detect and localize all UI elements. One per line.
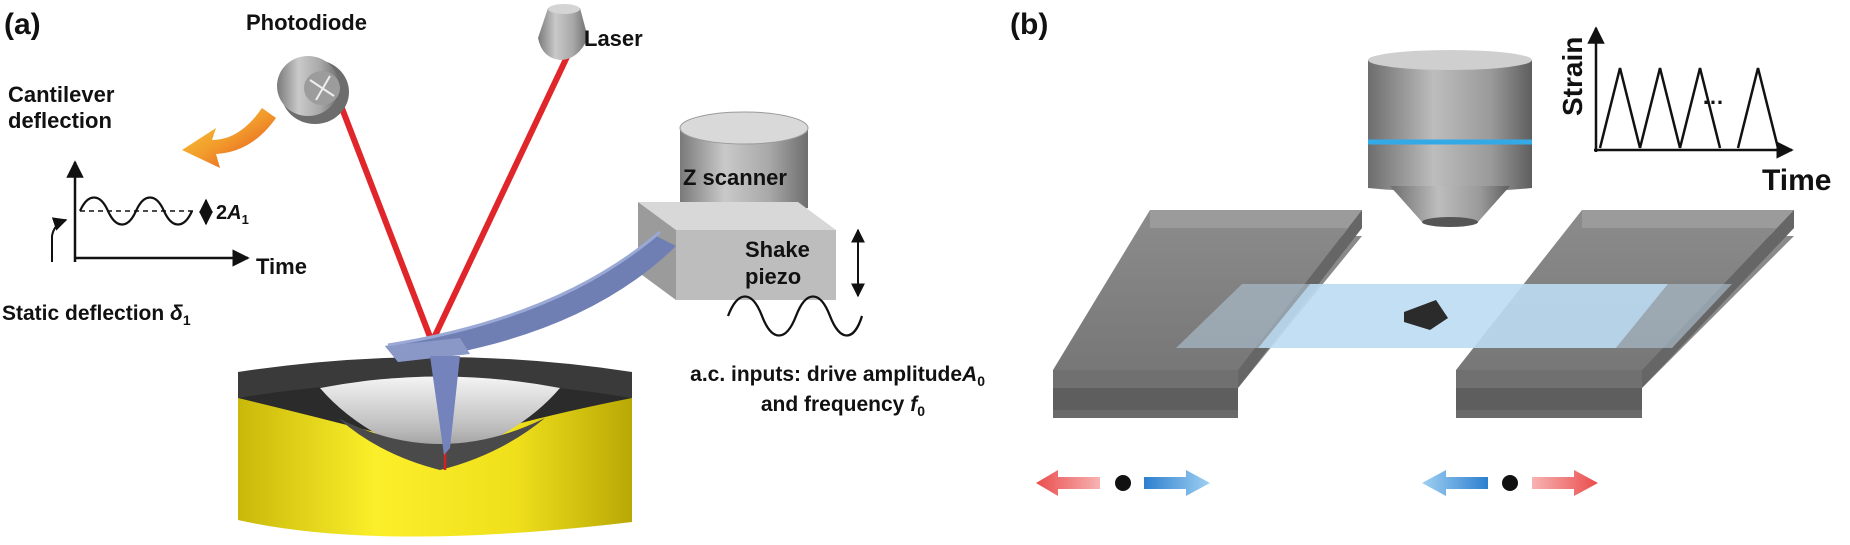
bowl-shadow [338, 418, 545, 470]
panel-b-label: (b) [1010, 8, 1048, 41]
ac-inputs-label-1: a.c. inputs: drive amplitudeA0 [690, 363, 985, 389]
amplitude-label: 2A1 [216, 202, 249, 227]
left-clamp [1053, 210, 1362, 418]
membrane-right-overlap [1616, 284, 1732, 348]
shake-label-1: Shake [745, 237, 810, 262]
cantilever-label-2: deflection [8, 108, 112, 133]
shake-label-2: piezo [745, 264, 801, 289]
incident-beam [429, 38, 578, 344]
sample-flake [1404, 300, 1448, 330]
laser-beams [335, 38, 578, 344]
static-pointer [51, 217, 68, 262]
z-scanner [679, 111, 809, 215]
panel-a: (a) Laser Photodiode [2, 4, 985, 537]
time-label-b: Time [1762, 164, 1831, 197]
photodiode-label: Photodiode [246, 10, 367, 35]
strain-ellipsis: … [1702, 84, 1724, 109]
laser-label: Laser [584, 26, 643, 51]
strain-peaks [1598, 67, 1780, 149]
left-pivot-dot [1115, 475, 1131, 491]
left-arrow-red [1036, 470, 1100, 496]
right-strain-arrows [1422, 470, 1598, 496]
left-arrow-blue [1144, 470, 1210, 496]
cantilever-label-1: Cantilever [8, 82, 115, 107]
ac-inputs-label-2: and frequency f0 [761, 393, 925, 419]
strain-peak [1638, 67, 1682, 149]
substrate [238, 357, 632, 537]
strain-peak [1598, 67, 1642, 149]
cantilever-tip [430, 356, 460, 455]
static-deflection-label: Static deflection δ1 [2, 302, 191, 328]
right-pivot-dot [1502, 475, 1518, 491]
panel-b: (b) [1010, 8, 1831, 496]
deflection-plot [51, 160, 250, 267]
strain-plot [1587, 26, 1794, 159]
laser-icon [538, 4, 588, 60]
membrane-left-overlap [1176, 284, 1310, 348]
drive-wave [726, 295, 864, 337]
right-arrow-blue [1422, 470, 1488, 496]
right-arrow-red [1532, 470, 1598, 496]
time-label-a: Time [256, 254, 307, 279]
z-scanner-label: Z scanner [683, 165, 787, 190]
signal-arrow-icon [182, 108, 276, 168]
oscillation-wave [78, 196, 194, 226]
objective-icon [1368, 50, 1532, 227]
strain-peak [1678, 67, 1722, 149]
photodiode-icon [277, 56, 349, 124]
reflected-beam [335, 96, 435, 344]
membrane [1258, 284, 1668, 348]
strain-label: Strain [1557, 37, 1588, 116]
panel-a-label: (a) [4, 8, 41, 41]
left-strain-arrows [1036, 470, 1210, 496]
strain-peak [1736, 67, 1780, 149]
cantilever [385, 230, 676, 455]
